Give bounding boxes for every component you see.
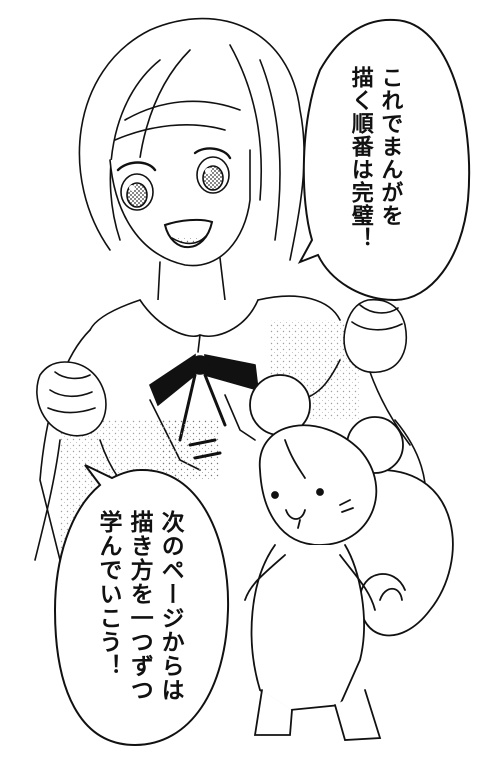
girl-collar bbox=[139, 299, 259, 337]
squirrel-eye-right bbox=[316, 488, 324, 496]
girl-left-fist bbox=[36, 361, 107, 437]
speech-bubble-bottom-text: 次のページからは 描き方を一つずつ 学んでいこう！ bbox=[92, 510, 185, 710]
squirrel-mouth bbox=[285, 509, 306, 520]
squirrel-eye-left bbox=[271, 491, 279, 499]
speech-bubble-top bbox=[297, 18, 471, 302]
speech-line: 描き方を一つずつ bbox=[126, 510, 153, 702]
speech-bubble-bottom bbox=[53, 464, 230, 747]
speech-line: 学んでいこう！ bbox=[95, 510, 122, 678]
girl-ribbon bbox=[149, 353, 196, 407]
speech-bubble-top-text: これでまんがを 描く順番は完璧！ bbox=[345, 66, 404, 276]
girl-right-fist bbox=[343, 298, 407, 373]
speech-line: これでまんがを bbox=[377, 66, 403, 227]
speech-line: 次のページからは bbox=[157, 510, 184, 702]
speech-line: 描く順番は完璧！ bbox=[347, 66, 373, 250]
squirrel-mascot bbox=[244, 374, 454, 741]
